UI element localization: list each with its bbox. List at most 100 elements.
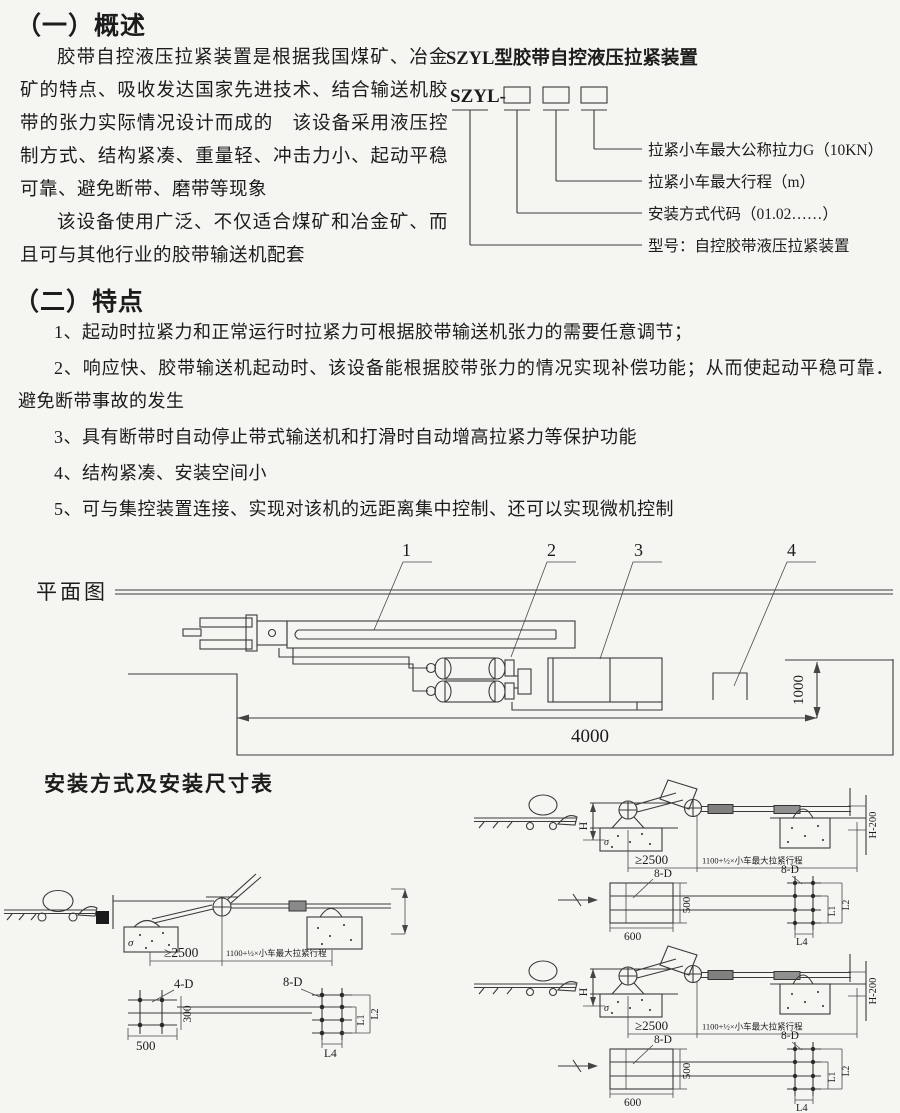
anchor-bracket — [712, 672, 748, 700]
dim-H200-label: H-200 — [868, 812, 879, 839]
feature-item-1: 1、起动时拉紧力和正常运行时拉紧力可根据胶带输送机张力的需要任意调节； — [54, 322, 693, 342]
overview-paragraphs: 胶带自控液压拉紧装置是根据我国煤矿、冶金矿的特点、吸收发达国家先进技术、结合输送… — [20, 42, 448, 273]
bolt-pattern-base: 8-D 600 500 — [609, 868, 821, 943]
plan-view-drawing: 1 2 3 4 — [115, 540, 894, 756]
sigma-symbol: σ — [604, 837, 610, 848]
dim-min-distance: ≥2500 — [635, 852, 668, 867]
bolt-pattern-4d: 4-D 500 300 — [127, 977, 312, 1053]
bolt-b-width: L4 — [796, 937, 808, 947]
feature-item-3: 3、具有断带时自动停止带式输送机和打滑时自动增高拉紧力等保护功能 — [54, 427, 637, 447]
anchor-and-foundation-right — [770, 788, 866, 849]
bolt-b-inner-height: L1 — [828, 905, 838, 916]
bolt-a-label: 8-D — [654, 1034, 672, 1046]
model-code-boxes — [503, 86, 608, 104]
install-right-block-1: H σ H-200 ≥2500 1100+½×小车最大拉紧行程 — [474, 779, 879, 947]
callout-1: 1 — [402, 540, 411, 560]
dim-stroke-formula: 1100+½×小车最大拉紧行程 — [702, 856, 803, 866]
pump-unit — [425, 657, 532, 703]
turnbuckle — [288, 900, 307, 912]
callout-3: 3 — [634, 540, 643, 560]
model-label-mount-code: 安装方式代码（01.02……） — [648, 205, 838, 223]
bolt-a-width: 600 — [624, 931, 642, 943]
trolley-and-flag — [634, 945, 703, 984]
bolt-a-height: 500 — [681, 1062, 693, 1079]
break-arrow — [558, 1059, 598, 1073]
plan-view-label: 平面图 — [36, 580, 108, 604]
bolt-b-label: 8-D — [781, 1030, 799, 1042]
dim-row — [627, 816, 858, 872]
model-label-pull-force: 拉紧小车最大公称拉力G（10KN） — [648, 141, 883, 159]
dimension-H: H — [576, 968, 673, 1007]
bolt-a-width: 600 — [624, 1097, 642, 1109]
plan-callouts: 1 2 3 4 — [402, 540, 796, 560]
bolt-a-height: 500 — [681, 896, 693, 913]
dim-min-distance: ≥2500 — [635, 1018, 668, 1033]
rope-clamp — [773, 971, 801, 980]
bolt-8d-outer-height: L2 — [370, 1008, 381, 1019]
anchor-and-foundation-right — [306, 907, 363, 950]
bolt-b-label: 8-D — [781, 864, 799, 876]
dim-4000-label: 4000 — [571, 726, 609, 747]
model-diagram-title: SZYL型胶带自控液压拉紧装置 — [446, 47, 698, 69]
hydraulic-pipes — [278, 648, 428, 692]
bolt-b-inner-height: L1 — [828, 1071, 838, 1082]
installation-heading: 安装方式及安装尺寸表 — [44, 772, 274, 796]
install-right-block-2: H σ H-200 ≥2500 1100+½×小车最大拉紧行程 — [474, 945, 879, 1113]
dimension-4000: 4000 — [237, 714, 817, 747]
bolt-8d-inner-height: L1 — [356, 1014, 367, 1025]
head-pulley — [4, 889, 98, 922]
dim-H200-label: H-200 — [868, 978, 879, 1005]
dim-min-distance: ≥2500 — [164, 945, 199, 960]
dimension-H: H — [576, 802, 673, 841]
model-label-type: 型号：自控胶带液压拉紧装置 — [648, 237, 850, 255]
dim-row — [627, 982, 858, 1038]
conveyor-belt-lines — [115, 589, 893, 595]
break-arrow — [558, 893, 598, 907]
foundation-left: σ — [123, 919, 179, 953]
dim-H-label: H — [576, 821, 590, 830]
section2-heading: （二）特点 — [14, 289, 145, 316]
bolt-a-label: 8-D — [654, 868, 672, 880]
install-left-block: σ ≥2500 1100+½×小车最大拉紧行程 4-D — [4, 873, 408, 1060]
trolley-and-flag — [634, 779, 703, 818]
sigma-symbol: σ — [128, 937, 134, 949]
callout-2: 2 — [547, 540, 556, 560]
bolt-b-outer-height: L2 — [842, 899, 852, 910]
head-pulley — [474, 960, 578, 997]
dimension-H-200: H-200 — [848, 961, 879, 1021]
model-code-tree-lines — [452, 109, 642, 246]
tension-cylinder — [182, 614, 576, 652]
frame-lines — [112, 895, 214, 929]
rope-and-sheave — [151, 873, 391, 924]
right-height-tick — [391, 888, 408, 935]
bolt-b-width: L4 — [796, 1103, 808, 1113]
anchor-and-foundation-right — [770, 954, 866, 1015]
pit-outline — [128, 659, 894, 756]
turnbuckle — [707, 970, 734, 980]
model-code-diagram: SZYL型胶带自控液压拉紧装置 SZYL- 拉紧小车最大公称拉力G（10KN） … — [446, 47, 883, 255]
dim-H-label: H — [576, 987, 590, 996]
overview-paragraph-1: 胶带自控液压拉紧装置是根据我国煤矿、冶金矿的特点、吸收发达国家先进技术、结合输送… — [20, 48, 448, 200]
callout-leader-lines — [373, 561, 816, 687]
control-box — [511, 657, 663, 711]
bolt-8d-width: L4 — [324, 1048, 337, 1060]
dim-stroke-formula: 1100+½×小车最大拉紧行程 — [226, 948, 327, 958]
callout-4: 4 — [787, 540, 796, 560]
bolt-b-outer-height: L2 — [842, 1065, 852, 1076]
section1-heading: （一）概述 — [16, 13, 147, 40]
bolt-pattern-anchor: 8-D L4 L1 L2 — [781, 864, 852, 947]
dim-1000-label: 1000 — [791, 675, 807, 705]
feature-item-5: 5、可与集控装置连接、实现对该机的远距离集中控制、还可以实现微机控制 — [54, 499, 674, 519]
bolt-4d-height: 300 — [182, 1005, 194, 1023]
dimension-1000: 1000 — [791, 662, 821, 718]
head-pulley — [474, 794, 578, 831]
model-label-stroke: 拉紧小车最大行程（m） — [648, 173, 815, 191]
overview-paragraph-2: 该设备使用广泛、不仅适合煤矿和冶金矿、而且可与其他行业的胶带输送机配套 — [20, 213, 448, 266]
bolt-4d-label: 4-D — [174, 977, 193, 991]
feature-item-2: 2、响应快、胶带输送机起动时、该设备能根据胶带张力的情况实现补偿功能；从而使起动… — [18, 358, 894, 411]
foundation-left: σ — [599, 993, 663, 1018]
dimension-H-200: H-200 — [848, 795, 879, 855]
frame-marker-square — [96, 911, 109, 924]
bolt-8d-label: 8-D — [283, 975, 302, 989]
